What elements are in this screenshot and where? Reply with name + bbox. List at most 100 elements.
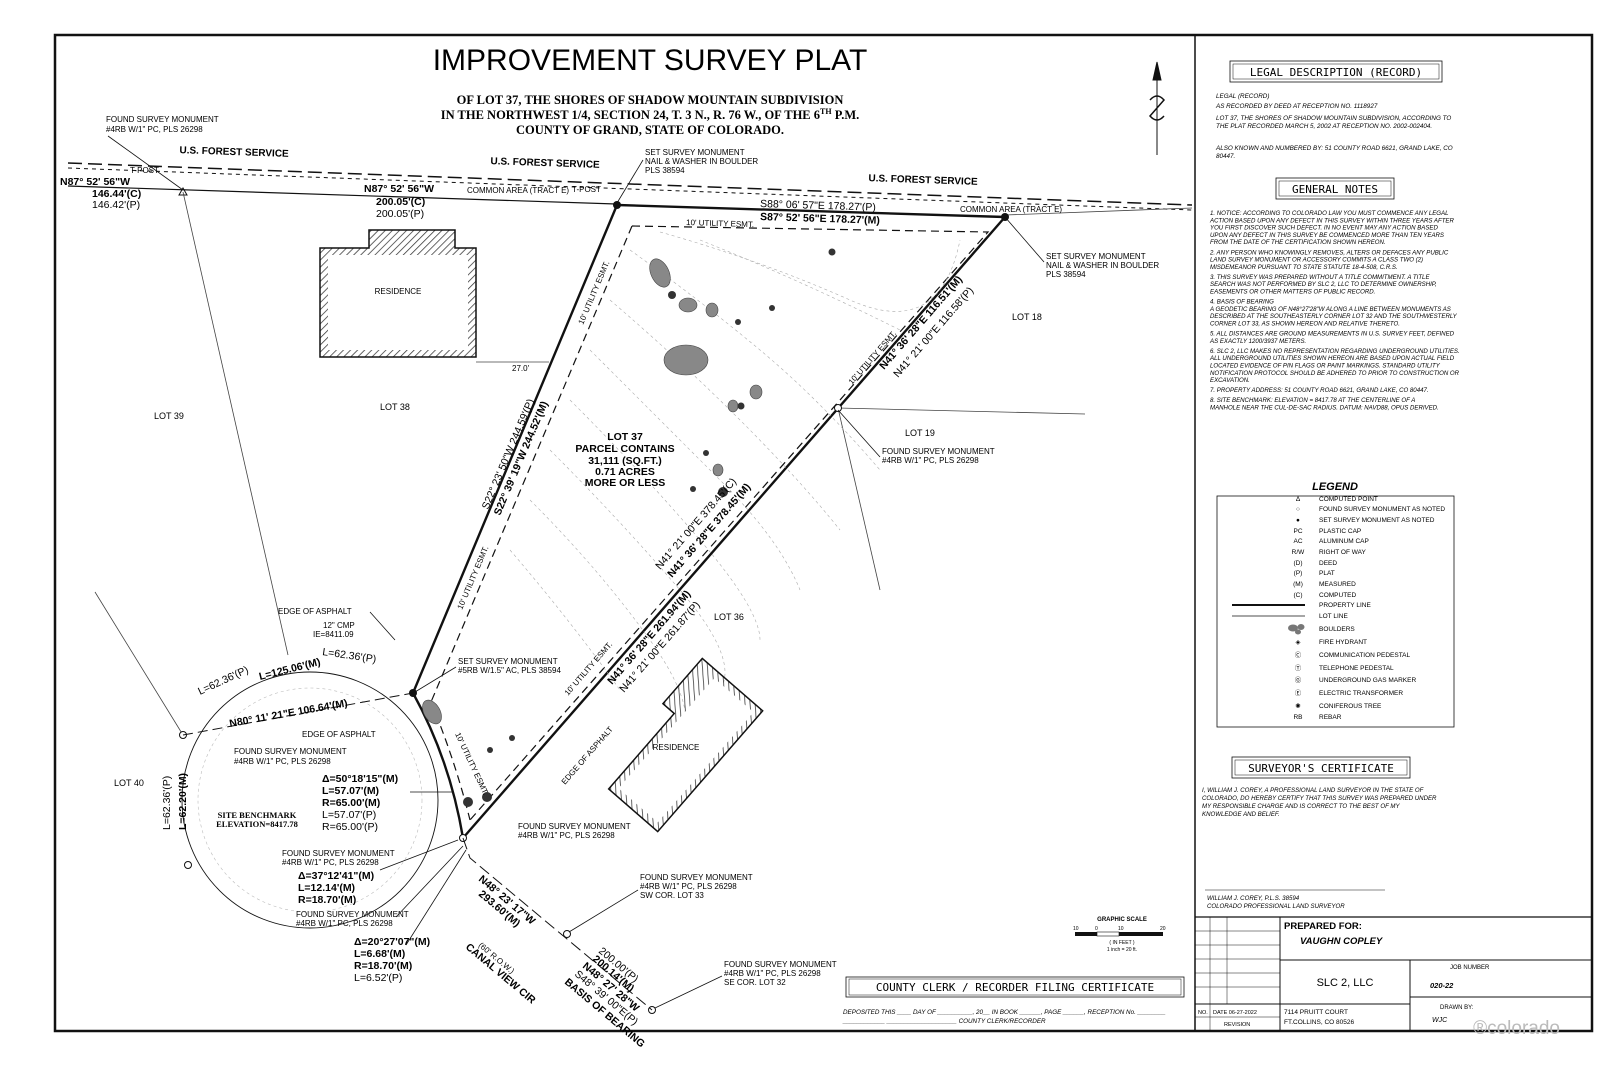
general-note-line: UPON ANY DEFECT IN THIS SURVEY BE COMMEN… — [1210, 232, 1444, 239]
c3-length: L=6.68'(M) — [354, 948, 405, 960]
date-label: DATE 06-27-2022 — [1213, 1010, 1257, 1016]
legend-label: REBAR — [1319, 714, 1342, 721]
legend-label: PLASTIC CAP — [1319, 528, 1361, 535]
general-note-line: 3. THIS SURVEY WAS PREPARED WITHOUT A TI… — [1210, 274, 1430, 281]
legend-label: RIGHT OF WAY — [1319, 549, 1366, 556]
general-note-line: 5. ALL DISTANCES ARE GROUND MEASUREMENTS… — [1210, 331, 1455, 338]
client-name: VAUGHN COPLEY — [1300, 936, 1384, 947]
general-note-line: SEARCH WAS NOT PERFORMED BY SLC 2, LLC T… — [1210, 281, 1437, 288]
legend-item: (D)DEED — [1293, 560, 1337, 567]
utility-esmt-southwest: 10' UTILITY ESMT. — [453, 731, 490, 797]
lot-38-label: LOT 38 — [380, 402, 410, 412]
legend-symbol-icon: ○ — [1296, 506, 1300, 513]
canal-view-name: CANAL VIEW CIR — [463, 941, 538, 1007]
set-monument-nail-2: NAIL & WASHER IN BOULDER — [1046, 261, 1159, 270]
curve-1-data: Δ=50°18'15"(M) L=57.07'(M) R=65.00'(M) L… — [322, 773, 398, 833]
top-mid-bearing: N87° 52' 56"W — [364, 183, 434, 195]
found-monument-label-5: FOUND SURVEY MONUMENT — [282, 849, 395, 858]
legend-label: BOULDERS — [1319, 626, 1355, 633]
chord-line — [182, 692, 414, 736]
north-boundary-bearing-p: S88° 06' 57"E 178.27'(P) — [760, 198, 876, 214]
north-boundary-bearing-m: S87° 52' 56"E 178.27'(M) — [760, 211, 880, 227]
legend-symbol-icon: Δ — [1296, 496, 1301, 503]
common-area-label-1: COMMON AREA (TRACT E) — [467, 186, 569, 195]
legend-item: (M)MEASURED — [1293, 581, 1356, 588]
found-monument-label-1: FOUND SURVEY MONUMENT — [106, 115, 219, 124]
edge-asphalt-label-3: EDGE OF ASPHALT — [560, 725, 615, 787]
county-clerk-heading: COUNTY CLERK / RECORDER FILING CERTIFICA… — [876, 981, 1154, 994]
contour-lines — [509, 231, 961, 741]
t-post-label-2: T-POST — [572, 185, 601, 194]
legend-symbol-icon: ● — [1296, 517, 1300, 524]
sheet-border — [53, 33, 1594, 1033]
svg-text:( IN FEET ): ( IN FEET ) — [1109, 940, 1135, 946]
legend-label: LOT LINE — [1319, 613, 1348, 620]
general-note-line: CORNER LOT 33, AS SHOWN HEREON AND RELAT… — [1210, 321, 1400, 328]
legend-label: TELEPHONE PEDESTAL — [1319, 665, 1394, 672]
c1-delta: Δ=50°18'15"(M) — [322, 773, 398, 785]
legend-label: UNDERGROUND GAS MARKER — [1319, 677, 1416, 684]
lot-18-label: LOT 18 — [1012, 312, 1042, 322]
legend-item: PROPERTY LINE — [1232, 602, 1371, 609]
legend-item: (C) COMPUTED — [1293, 592, 1356, 599]
residence-label-south: RESIDENCE — [653, 743, 700, 752]
computed-point-icon — [178, 186, 188, 196]
common-area-line — [67, 185, 617, 205]
utility-esmt-south: 10' UTILITY ESMT. — [563, 640, 614, 697]
c2-radius: R=18.70'(M) — [298, 894, 356, 906]
lot-lines — [94, 191, 1193, 736]
legend-label: PROPERTY LINE — [1319, 602, 1371, 609]
legend-item: ●SET SURVEY MONUMENT AS NOTED — [1296, 517, 1435, 524]
legend-label: FOUND SURVEY MONUMENT AS NOTED — [1319, 506, 1445, 513]
svg-text:1 inch = 20 ft.: 1 inch = 20 ft. — [1107, 947, 1137, 953]
boulders — [422, 258, 763, 725]
arc-l-62-p: L=62.36'(P) — [196, 664, 250, 698]
legend-symbol-icon: ◈ — [1296, 639, 1302, 646]
general-note-line: 2. ANY PERSON WHO KNOWINGLY REMOVES, ALT… — [1209, 249, 1449, 256]
legend-item: LOT LINE — [1232, 613, 1348, 620]
legend-symbol-icon: (P) — [1294, 570, 1303, 577]
general-note-line: MISDEMEANOR PURSUANT TO STATE STATUTE 18… — [1210, 264, 1398, 271]
legal-heading: LEGAL DESCRIPTION (RECORD) — [1250, 66, 1422, 79]
general-note-line: FROM THE DATE OF THE CERTIFICATION SHOWN… — [1210, 239, 1386, 246]
forest-service-boundary — [67, 162, 1193, 211]
signature-title: COLORADO PROFESSIONAL LAND SURVEYOR — [1207, 903, 1345, 910]
top-left-bearing: N87° 52' 56"W — [60, 176, 130, 188]
c1-radius: R=65.00'(M) — [322, 797, 380, 809]
legend-symbol-icon: RB — [1293, 714, 1302, 721]
arc-l-62-p-2: L=62.36'(P) — [322, 646, 377, 665]
found-monument-detail-6: #4RB W/1" PC, PLS 26298 — [296, 919, 393, 928]
general-note-line: EASEMENTS OR OTHER MATTERS OF PUBLIC REC… — [1210, 289, 1375, 296]
county-clerk-box — [845, 976, 1185, 998]
job-number: 020-22 — [1430, 981, 1454, 990]
curve-3-data: Δ=20°27'07"(M) L=6.68'(M) R=18.70'(M) L=… — [354, 936, 430, 984]
notes-heading: GENERAL NOTES — [1292, 183, 1378, 196]
found-monument-label-3: FOUND SURVEY MONUMENT — [234, 747, 347, 756]
legend-item: ✺CONIFEROUS TREE — [1295, 702, 1382, 710]
general-note-line: 7. PROPERTY ADDRESS: 51 COUNTY ROAD 6621… — [1210, 387, 1429, 394]
legend-symbol-icon: (C) — [1293, 592, 1302, 599]
set-monument-label-3: SET SURVEY MONUMENT — [458, 657, 558, 666]
found-monument-detail-4: #4RB W/1" PC, PLS 26298 — [518, 831, 615, 840]
c1-length-p: L=57.07'(P) — [322, 809, 376, 821]
set-monument-label-1: SET SURVEY MONUMENT — [645, 148, 745, 157]
found-monument-detail-2: #4RB W/1" PC, PLS 26298 — [882, 456, 979, 465]
southeast-bearing-m: N41° 36' 28"E 378.45'(M) — [665, 481, 753, 580]
certificate-text: I, WILLIAM J. COREY, A PROFESSIONAL LAND… — [1202, 787, 1437, 818]
title-block-grid — [1195, 916, 1592, 1031]
graphic-scale-title: GRAPHIC SCALE — [1097, 917, 1147, 923]
general-note-line: 1. NOTICE: ACCORDING TO COLORADO LAW YOU… — [1210, 210, 1449, 217]
certificate-heading-box — [1231, 756, 1411, 779]
legend-label: CONIFEROUS TREE — [1319, 703, 1382, 710]
found-monument-detail-5: #4RB W/1" PC, PLS 26298 — [282, 858, 379, 867]
arc-l-62-p-west: L=62.36'(P) — [161, 776, 173, 830]
legend-label: COMPUTED — [1319, 592, 1357, 599]
found-monument-label-8: FOUND SURVEY MONUMENT — [724, 960, 837, 969]
edge-asphalt-label-1: EDGE OF ASPHALT — [278, 607, 352, 616]
graphic-scale: GRAPHIC SCALE 10 0 10 20 ( IN FEET ) 1 i… — [1073, 917, 1166, 953]
